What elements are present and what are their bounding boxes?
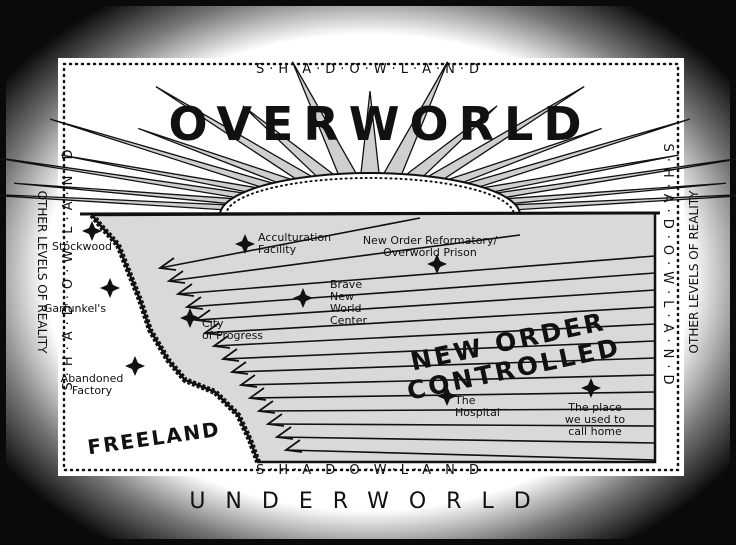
arrow-head: [175, 283, 195, 297]
coastline: [89, 213, 261, 464]
place-label: Overworld Prison: [383, 246, 477, 259]
arrow-line: [204, 306, 656, 334]
arrow-head: [238, 374, 258, 388]
place-label: New Order Reformatory/: [363, 234, 498, 247]
arrow-head: [247, 387, 267, 401]
arrow-line: [195, 289, 656, 321]
arrow-head: [166, 270, 186, 284]
migration-arrows: [157, 217, 656, 461]
arrow-head: [193, 309, 213, 323]
star-icon: [100, 278, 120, 298]
place-label: World: [330, 302, 362, 315]
horizon: [79, 211, 661, 216]
star-icon: [293, 288, 313, 308]
arrow-line: [186, 272, 656, 308]
arrow-head: [202, 322, 222, 336]
place-marker: Garfunkel's: [44, 278, 120, 315]
arrow-head: [256, 400, 276, 414]
arrow-line: [267, 423, 656, 427]
arrow-head: [157, 257, 177, 271]
shadowland-left: S·H·A·D·O·W·L·A·N·D: [61, 143, 76, 390]
other-levels-left: OTHER LEVELS OF REALITY: [35, 191, 49, 355]
place-label: Abandoned: [61, 372, 124, 385]
star-icon: [180, 308, 200, 328]
place-label: City: [202, 317, 224, 330]
star-icon: [125, 356, 145, 376]
star-icon: [427, 254, 447, 274]
arrow-line: [222, 340, 656, 360]
place-label: Brave: [330, 278, 362, 291]
place-label: Stockwood: [52, 240, 112, 253]
arrow-line: [258, 408, 656, 412]
arrow-line: [168, 234, 521, 282]
place-label: we used to: [565, 413, 626, 426]
arrow-head: [211, 335, 231, 349]
star-icon: [82, 221, 102, 241]
arrow-line: [177, 255, 656, 295]
arrow-head: [265, 413, 285, 427]
arrow-head: [220, 348, 240, 362]
place-label: The place: [567, 401, 622, 414]
arrow-head: [274, 426, 294, 440]
place-label: Factory: [72, 384, 113, 397]
place-label: Hospital: [455, 406, 500, 419]
place-marker: Stockwood: [52, 221, 112, 253]
shadowland-top: S·H·A·D·O·W·L·A·N·D: [256, 62, 484, 77]
place-label: The: [454, 394, 476, 407]
star-icon: [235, 234, 255, 254]
star-icon: [437, 386, 457, 406]
arrow-line: [213, 323, 656, 347]
arrow-head: [184, 296, 204, 310]
shadowland-right: S·H·A·D·O·W·L·A·N·D: [660, 143, 675, 390]
place-label: Facility: [258, 243, 297, 256]
shadowland-bottom: S·H·A·D·O·W·L·A·N·D: [256, 463, 484, 478]
place-label: Center: [330, 314, 368, 327]
other-levels-right: OTHER LEVELS OF REALITY: [687, 190, 701, 354]
dotted-border: [62, 62, 680, 472]
arrow-line: [285, 449, 656, 461]
arrow-line: [240, 374, 656, 386]
place-marker: New Order Reformatory/Overworld Prison: [363, 234, 498, 274]
place-label: Acculturation: [258, 231, 331, 244]
place-label: of Progress: [202, 329, 263, 342]
arrow-line: [276, 436, 656, 444]
place-label: call home: [568, 425, 622, 438]
overworld-title: OVERWORLD: [168, 97, 591, 151]
arrow-head: [229, 361, 249, 375]
place-label: New: [330, 290, 354, 303]
star-icon: [581, 378, 601, 398]
arrow-line: [231, 357, 656, 373]
arrow-head: [283, 439, 303, 453]
arrow-line: [159, 217, 421, 269]
underworld-title: UNDERWORLD: [189, 489, 550, 514]
place-label: Garfunkel's: [44, 302, 106, 315]
